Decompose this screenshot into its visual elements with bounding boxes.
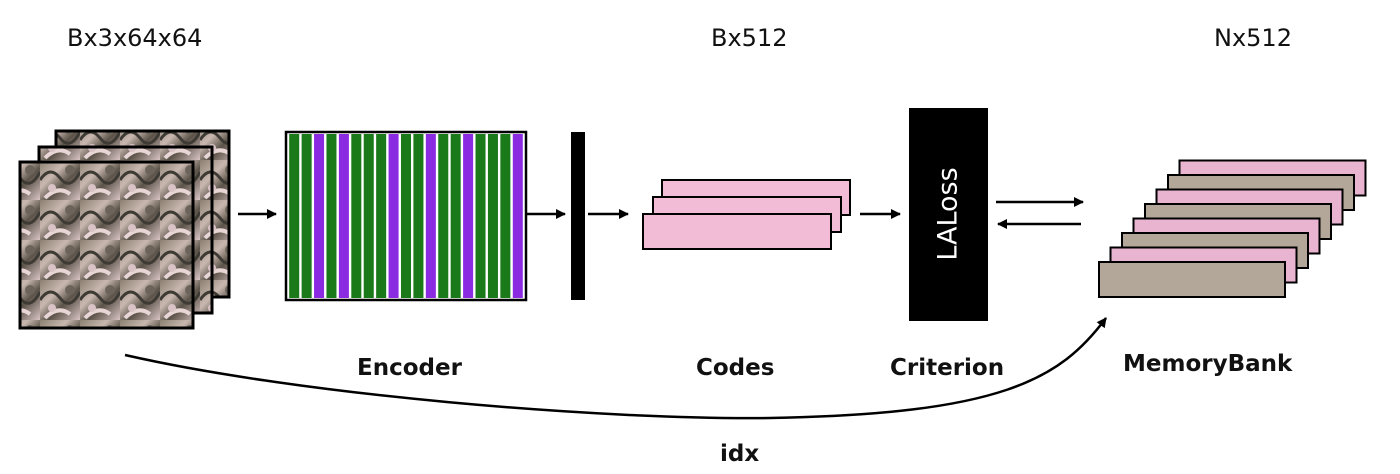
loss-label: LALoss: [932, 167, 964, 261]
encoder-block: [284, 130, 528, 302]
memory-bank-row: [1098, 261, 1286, 298]
encoder-layer-stripe: [326, 134, 337, 298]
encoder-layer-stripe: [463, 134, 474, 298]
input-shape-label: Bx3x64x64: [67, 24, 203, 52]
input-image-stack: [18, 129, 231, 330]
encoder-layer-stripe: [450, 134, 461, 298]
encoder-layer-stripe: [500, 134, 511, 298]
encoder-layer-stripe: [376, 134, 387, 298]
idx-label: idx: [720, 441, 760, 467]
encoder-layer-stripe: [475, 134, 486, 298]
bank-shape-label: Nx512: [1214, 24, 1292, 52]
encoder-layer-stripe: [363, 134, 374, 298]
idx-curve-arrow: [124, 317, 1108, 420]
criterion-block: [909, 108, 988, 321]
encoder-layer-stripe: [338, 134, 349, 298]
criterion-label: Criterion: [890, 355, 1005, 381]
encoder-layer-stripe: [388, 134, 399, 298]
encoder-layer-stripe: [487, 134, 498, 298]
code-shape-label: Bx512: [711, 24, 788, 52]
encoder-layer-stripe: [400, 134, 412, 298]
codes-label: Codes: [696, 355, 775, 381]
input-image-front: [18, 160, 195, 330]
encoder-layer-stripe: [438, 134, 449, 298]
encoder-label: Encoder: [357, 355, 462, 381]
encoder-layer-stripe: [425, 134, 436, 298]
encoder-layer-stripe: [289, 134, 300, 298]
encoder-layer-stripe: [413, 134, 424, 298]
code-card: [642, 213, 832, 250]
encoder-layer-stripe: [314, 134, 325, 298]
memory-bank-stack: [1098, 159, 1367, 298]
encoder-layer-stripe: [351, 134, 362, 298]
encoder-output-bar: [571, 132, 585, 300]
memory-bank-label: MemoryBank: [1123, 351, 1293, 377]
encoder-layer-stripe: [512, 134, 523, 298]
codes-stack: [642, 179, 851, 250]
encoder-layer-stripe: [301, 134, 312, 298]
